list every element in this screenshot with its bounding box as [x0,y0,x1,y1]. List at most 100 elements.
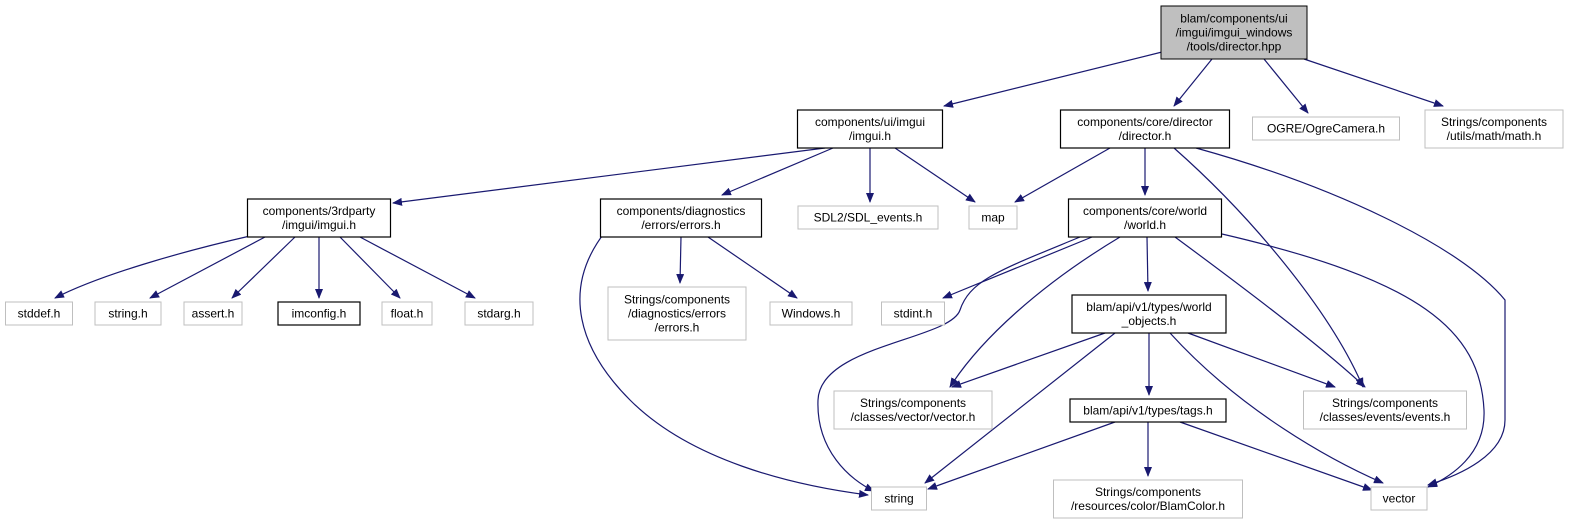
node-label-line: _objects.h [1121,314,1177,328]
node-vector-h: Strings/components/classes/vector/vector… [833,390,993,430]
node-label-line: imconfig.h [292,307,347,321]
edge-world-to-world_objects [1143,236,1152,292]
node-label-line: /resources/color/BlamColor.h [1071,499,1225,513]
node-string-h: string.h [94,301,162,326]
node-label-line: /imgui.h [849,129,891,143]
node-label-line: /imgui/imgui.h [282,218,356,232]
edge-thirdparty_imgui-to-float [339,236,401,299]
node-label-line: /errors/errors.h [641,218,720,232]
node-math: Strings/components/utils/math/math.h [1424,109,1564,149]
node-label-line: Strings/components [1332,396,1438,410]
node-label-line: blam/api/v1/types/tags.h [1083,404,1212,418]
node-label-line: components/3rdparty [263,204,376,218]
node-box [183,301,243,326]
node-diag-errors[interactable]: components/diagnostics/errors/errors.h [599,198,763,238]
node-label-line: /utils/math/math.h [1447,129,1542,143]
node-windows: Windows.h [769,301,853,326]
node-label-line: map [981,211,1005,225]
node-assert: assert.h [183,301,243,326]
node-label-line: /imgui/imgui_windows [1176,26,1293,40]
node-box [871,486,927,511]
node-world-objects[interactable]: blam/api/v1/types/world_objects.h [1071,294,1227,334]
node-label-line: vector [1383,492,1416,506]
node-box [381,301,433,326]
node-label-line: /world.h [1124,218,1166,232]
edge-ui_imgui-to-diag_errors [721,147,834,196]
node-label-line: SDL2/SDL_events.h [814,211,923,225]
node-box [277,301,361,326]
node-float: float.h [381,301,433,326]
edge-ui_imgui-to-map [894,147,976,203]
edge-world-to-events [1174,236,1366,388]
node-box [5,301,73,326]
node-label-line: Strings/components [1095,485,1201,499]
node-strings-errors: Strings/components/diagnostics/errors/er… [607,286,747,341]
edge-world_objects-to-string [924,332,1116,484]
node-label-line: /classes/events/events.h [1320,410,1451,424]
edge-tags-to-vector [1179,421,1373,491]
edge-thirdparty_imgui-to-string_h [149,236,266,299]
node-box [1071,294,1227,334]
edge-core_director-to-map [1014,147,1111,203]
node-box [1370,486,1428,511]
edge-root-to-ui_imgui [943,51,1163,108]
node-box [599,198,763,238]
node-events: Strings/components/classes/events/events… [1303,390,1467,430]
node-box [968,205,1018,230]
edge-thirdparty_imgui-to-stdarg [359,236,476,299]
node-label-line: /classes/vector/vector.h [851,410,976,424]
node-box [1424,109,1564,149]
node-tags[interactable]: blam/api/v1/types/tags.h [1069,398,1227,423]
node-label-line: /tools/director.hpp [1187,40,1282,54]
edges-layer [54,51,1506,498]
node-core-director[interactable]: components/core/director/director.h [1059,109,1231,149]
node-label-line: Strings/components [624,293,730,307]
node-box [607,286,747,341]
node-box [1059,109,1231,149]
edge-world_objects-to-vector_h [951,332,1106,388]
node-label-line: Strings/components [860,396,966,410]
node-box [1252,116,1400,141]
edge-world_objects-to-events [1187,332,1336,388]
nodes-layer: blam/components/ui/imgui/imgui_windows/t… [5,5,1564,519]
node-box [1067,198,1223,238]
edge-world-to-vector_h [949,236,1121,388]
node-box [1053,479,1243,519]
node-label-line: blam/api/v1/types/world [1086,300,1211,314]
node-box [94,301,162,326]
node-label-line: stddef.h [18,307,61,321]
node-string: string [871,486,927,511]
node-box [833,390,993,430]
node-box [797,205,939,230]
node-imconfig[interactable]: imconfig.h [277,301,361,326]
node-ui-imgui[interactable]: components/ui/imgui/imgui.h [796,109,944,149]
edge-diag_errors-to-strings_errors [676,236,685,284]
node-label-line: /diagnostics/errors [628,307,726,321]
node-label-line: Strings/components [1441,115,1547,129]
node-stdarg: stdarg.h [464,301,534,326]
edge-world-to-vector [1221,233,1485,488]
node-label-line: string [884,492,913,506]
node-label-line: float.h [391,307,424,321]
node-sdl-events: SDL2/SDL_events.h [797,205,939,230]
edge-world-to-stdint [942,236,1093,299]
edge-core_director-to-vector [1195,147,1506,487]
node-map: map [968,205,1018,230]
edge-root-to-math [1303,58,1444,107]
node-box [1069,398,1227,423]
node-root[interactable]: blam/components/ui/imgui/imgui_windows/t… [1160,5,1308,60]
node-ogre-camera: OGRE/OgreCamera.h [1252,116,1400,141]
edge-root-to-ogre_camera [1263,58,1309,114]
edge-ui_imgui-to-thirdparty_imgui [392,147,826,206]
node-thirdparty-imgui[interactable]: components/3rdparty/imgui/imgui.h [246,198,392,238]
edge-world_objects-to-vector [1169,332,1384,484]
node-label-line: blam/components/ui [1180,12,1287,26]
node-blamcolor: Strings/components/resources/color/BlamC… [1053,479,1243,519]
node-box [796,109,944,149]
node-label-line: /errors.h [655,321,700,335]
edge-root-to-core_director [1173,58,1213,107]
node-label-line: stdint.h [894,307,933,321]
node-box [464,301,534,326]
node-box [1303,390,1467,430]
node-world[interactable]: components/core/world/world.h [1067,198,1223,238]
